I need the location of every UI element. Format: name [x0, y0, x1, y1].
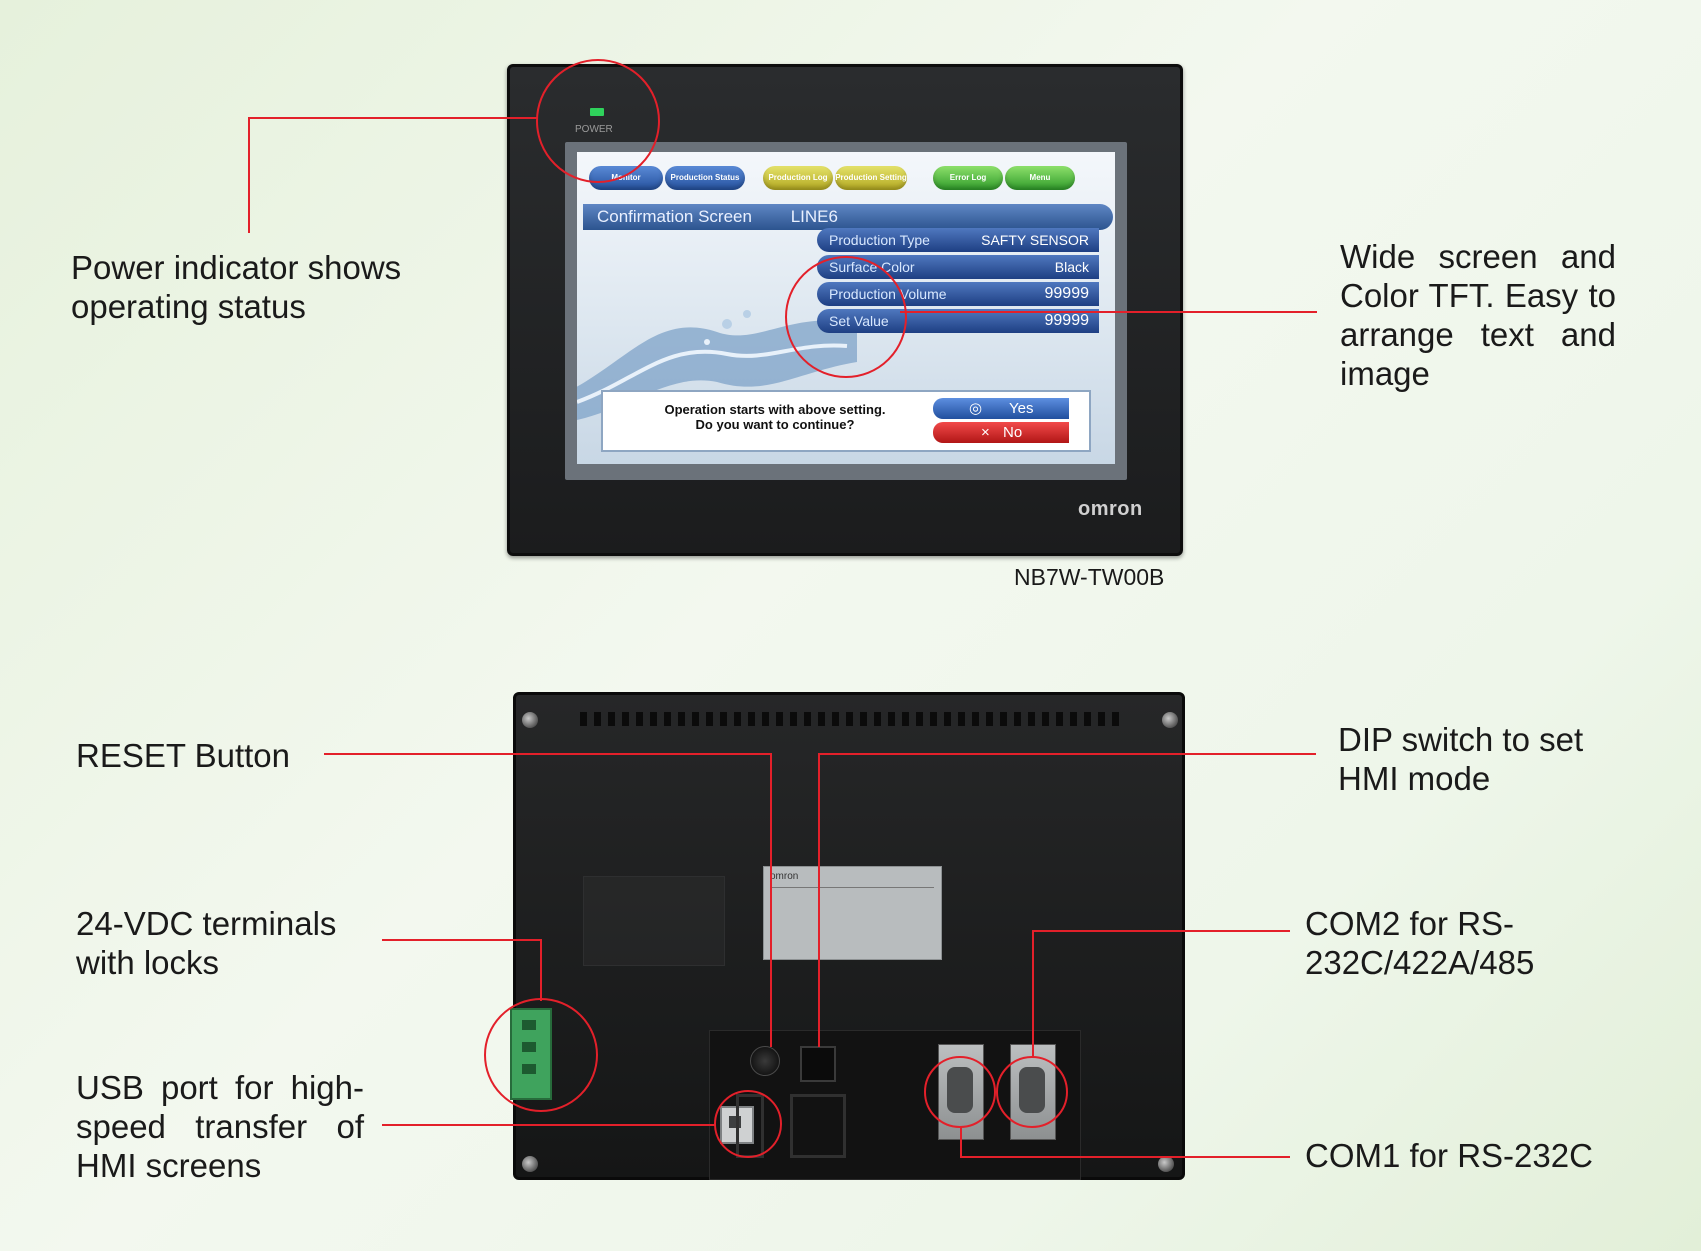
cross-icon: × — [981, 424, 990, 441]
screen-title-bar: Confirmation Screen LINE6 — [583, 204, 1113, 230]
terminal-highlight-ring — [484, 998, 598, 1112]
vent-slots — [580, 712, 1120, 726]
tab-menu[interactable]: Menu — [1005, 166, 1075, 190]
field-value: 99999 — [1044, 285, 1090, 302]
com1-highlight-ring — [924, 1056, 996, 1128]
com2-callout-line — [1032, 930, 1034, 1058]
field-production-type: Production Type SAFTY SENSOR — [817, 228, 1099, 252]
callout-com2: COM2 for RS-232C/422A/485 — [1305, 905, 1535, 981]
callout-dip-switch: DIP switch to set HMI mode — [1338, 721, 1584, 797]
dip-switch[interactable] — [800, 1046, 836, 1082]
omron-logo: omron — [1078, 498, 1143, 520]
confirm-dialog: Operation starts with above setting. Do … — [601, 390, 1091, 452]
com2-callout-line — [1032, 930, 1290, 932]
circle-icon: ◎ — [969, 400, 983, 417]
label-divider — [770, 887, 934, 888]
screen-highlight-ring — [785, 256, 907, 378]
screw-icon — [1162, 712, 1178, 728]
confirm-line-2: Do you want to continue? — [695, 417, 855, 432]
terminal-callout-line — [382, 939, 540, 941]
usb-callout-line — [382, 1124, 716, 1126]
reset-button[interactable] — [750, 1046, 780, 1076]
screen-title: Confirmation Screen — [597, 207, 752, 226]
com2-highlight-ring — [996, 1056, 1068, 1128]
mode-table-print — [583, 876, 725, 966]
usb-highlight-ring — [714, 1090, 782, 1158]
tab-production-status[interactable]: Production Status — [665, 166, 745, 190]
no-label: No — [1003, 424, 1023, 441]
confirm-message: Operation starts with above setting. Do … — [625, 402, 925, 432]
screen-callout-line — [900, 311, 1317, 313]
field-label: Production Type — [829, 232, 930, 248]
expansion-port — [790, 1094, 846, 1158]
dip-callout-line — [818, 753, 820, 1047]
field-value: 99999 — [1044, 312, 1090, 329]
com1-callout-line — [960, 1126, 962, 1156]
no-button[interactable]: × No — [933, 422, 1069, 443]
callout-power-indicator: Power indicator shows operating status — [71, 249, 402, 325]
callout-reset-button: RESET Button — [76, 737, 291, 774]
tab-error-log[interactable]: Error Log — [933, 166, 1003, 190]
power-highlight-ring — [536, 59, 660, 183]
com1-callout-line — [960, 1156, 1290, 1158]
label-brand: omron — [770, 871, 799, 882]
screw-icon — [522, 1156, 538, 1172]
reset-callout-line — [324, 753, 770, 755]
line-label: LINE6 — [790, 207, 838, 226]
callout-24vdc-terminals: 24-VDC terminals with locks — [76, 905, 337, 981]
dip-callout-line — [818, 753, 1316, 755]
callout-usb-port: USB port for high-speed transfer of HMI … — [76, 1069, 364, 1184]
callout-com1: COM1 for RS-232C — [1305, 1137, 1593, 1174]
screw-icon — [1158, 1156, 1174, 1172]
field-value: Black — [1054, 259, 1089, 275]
power-callout-line — [248, 117, 250, 233]
yes-button[interactable]: ◎ Yes — [933, 398, 1069, 419]
callout-wide-screen: Wide screen and Color TFT. Easy to arran… — [1340, 238, 1616, 392]
screw-icon — [522, 712, 538, 728]
reset-callout-line — [770, 753, 772, 1047]
tab-production-setting[interactable]: Production Setting — [835, 166, 907, 190]
confirm-line-1: Operation starts with above setting. — [664, 402, 886, 417]
rating-label: omron — [763, 866, 942, 960]
model-number: NB7W-TW00B — [1014, 564, 1165, 590]
power-callout-line — [248, 117, 538, 119]
tab-production-log[interactable]: Production Log — [763, 166, 833, 190]
yes-label: Yes — [1009, 400, 1034, 417]
field-value: SAFTY SENSOR — [981, 232, 1089, 248]
terminal-callout-line — [540, 939, 542, 1001]
tft-screen: Monitor Production Status Production Log… — [577, 152, 1115, 464]
